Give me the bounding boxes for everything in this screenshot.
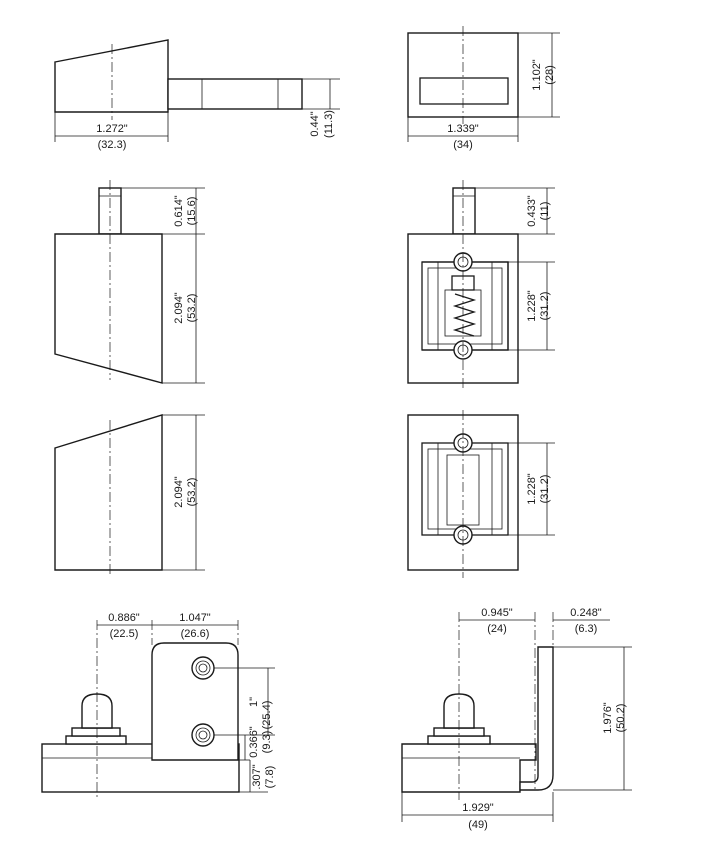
view-8-assembly: 0.945" (24) 0.248" (6.3) 1.976" (50.2) 1… — [401, 607, 632, 831]
view-4-front-spring: 0.433" (11) 1.228" (31.2) — [407, 180, 555, 390]
v2-height-in: 1.102" — [531, 59, 543, 91]
v7-left-mm: (22.5) — [110, 628, 139, 640]
v8-base — [401, 743, 537, 793]
view-6-front: 1.228" (31.2) — [407, 410, 555, 578]
v7-base-in: .307" — [251, 764, 263, 789]
v3-pin-in: 0.614" — [173, 195, 185, 227]
v8-arm-mm: (6.3) — [575, 623, 598, 635]
v7-plate-mm: (26.6) — [181, 628, 210, 640]
v3-body — [54, 233, 163, 384]
v1-width-in: 1.272" — [96, 123, 128, 135]
v7-holes-in: 1" — [248, 697, 260, 707]
v8-left-in: 0.945" — [481, 607, 513, 619]
v7-hole-mm: (9.3) — [261, 731, 273, 754]
v1-body — [54, 39, 169, 113]
v4-pin — [452, 187, 476, 235]
v7-hole-bottom — [191, 723, 215, 747]
v8-arm-in: 0.248" — [570, 607, 602, 619]
v1-pin-mm: (11.3) — [323, 110, 335, 138]
v3-pin-mm: (15.6) — [186, 197, 198, 226]
v3-height-mm: (53.2) — [186, 294, 198, 323]
v7-hole-in: 0.366" — [248, 726, 260, 758]
v6-span-mm: (31.2) — [539, 475, 551, 504]
v5-height-in: 2.094" — [173, 476, 185, 508]
v2-width-mm: (34) — [453, 139, 473, 151]
v8-left-mm: (24) — [487, 623, 507, 635]
view-7-assembly: 0.886" (22.5) 1.047" (26.6) 1" (25.4) 0.… — [41, 612, 276, 800]
v4-spring — [452, 293, 477, 337]
v8-width-in: 1.929" — [462, 802, 494, 814]
v7-holes-mm: (25.4) — [261, 701, 273, 730]
v7-base-mm: (7.8) — [264, 766, 276, 789]
v5-height-mm: (53.2) — [186, 478, 198, 507]
view-1-side: 1.272" (32.3) 0.44" (11.3) — [54, 39, 340, 151]
v4-span-in: 1.228" — [526, 290, 538, 322]
v7-plate — [151, 642, 239, 761]
v8-height-mm: (50.2) — [615, 704, 627, 733]
v2-width-in: 1.339" — [447, 123, 479, 135]
view-3-side: 0.614" (15.6) 2.094" (53.2) — [54, 180, 205, 384]
v6-span-in: 1.228" — [526, 473, 538, 505]
v8-arm — [519, 646, 554, 791]
view-2-front: 1.102" (28) 1.339" (34) — [407, 26, 560, 151]
v1-width-mm: (32.3) — [98, 139, 127, 151]
v5-body — [54, 414, 163, 571]
v8-height-in: 1.976" — [602, 702, 614, 734]
v8-width-mm: (49) — [468, 819, 488, 831]
v2-height-mm: (28) — [544, 65, 556, 85]
view-5-side: 2.094" (53.2) — [54, 414, 205, 575]
v1-pin-in: 0.44" — [309, 111, 321, 136]
v4-span-mm: (31.2) — [539, 292, 551, 321]
v2-slot — [419, 77, 509, 105]
v1-pin — [167, 78, 303, 110]
v7-hole-top — [191, 656, 215, 680]
v4-pin-in: 0.433" — [526, 195, 538, 227]
v7-plate-in: 1.047" — [179, 612, 211, 624]
v3-height-in: 2.094" — [173, 292, 185, 324]
v7-left-in: 0.886" — [108, 612, 140, 624]
v4-pin-mm: (11) — [539, 202, 551, 221]
